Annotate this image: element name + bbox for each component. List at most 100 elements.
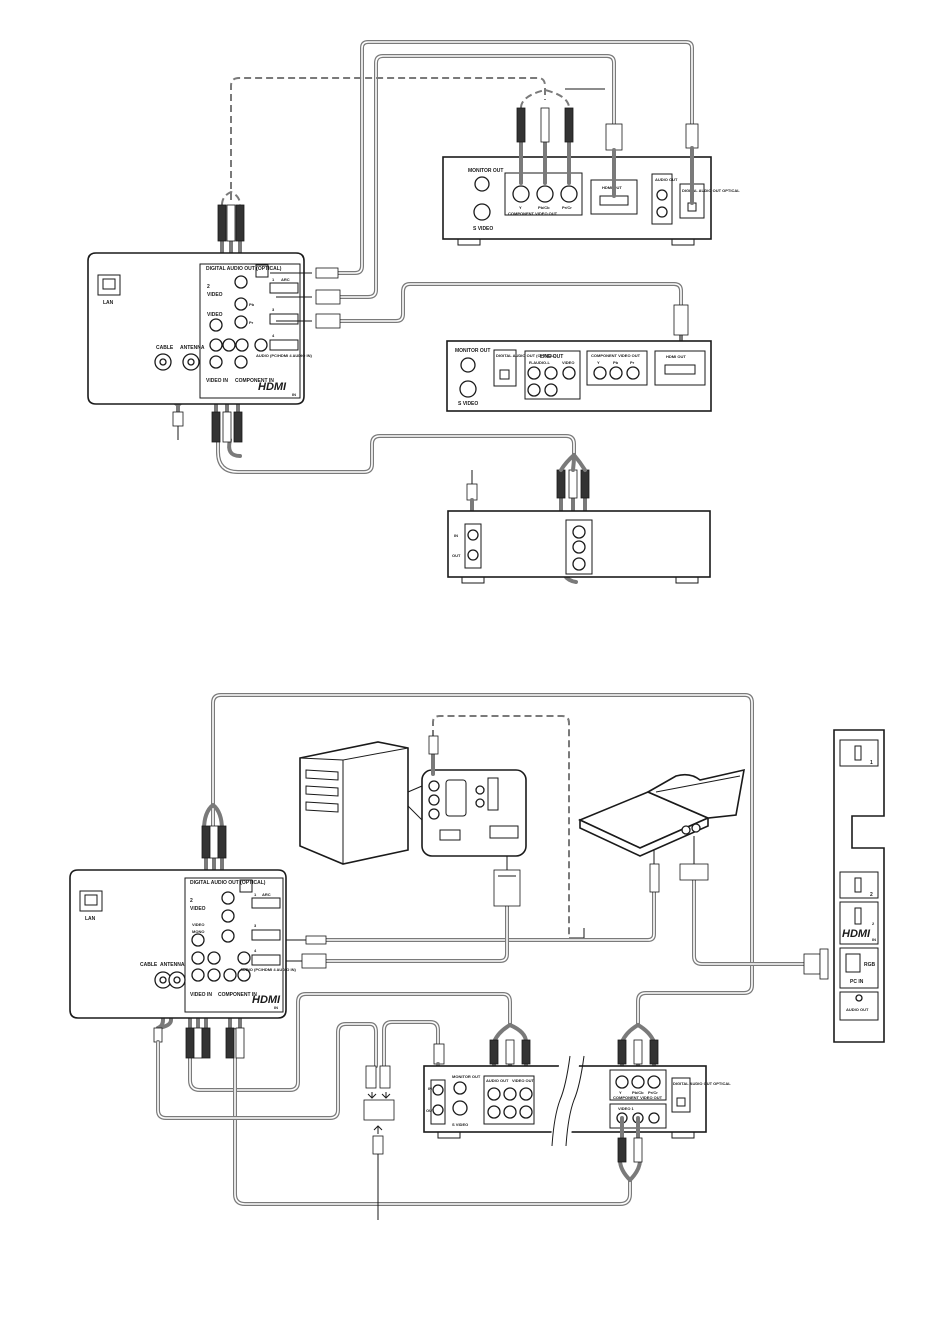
- player-monitor-out-label: MONITOR OUT: [468, 168, 503, 174]
- svg-text:Y: Y: [619, 1090, 622, 1095]
- player-top: MONITOR OUT S VIDEO Y Pb/Cb Pr/Cr COMPON…: [442, 156, 740, 246]
- svg-text:1: 1: [254, 892, 257, 897]
- tv-rear-panel-top: LAN CABLE ANTENNA DIGITAL AUDIO OUT (OPT…: [87, 252, 313, 405]
- svg-text:DIGITAL AUDIO OUT (OPTICAL): DIGITAL AUDIO OUT (OPTICAL): [190, 880, 266, 886]
- svg-text:LINE OUT: LINE OUT: [540, 354, 563, 360]
- svg-text:VIDEO 1: VIDEO 1: [618, 1106, 635, 1111]
- svg-text:AUDIO OUT: AUDIO OUT: [486, 1078, 509, 1083]
- hdmi-3-port: [269, 313, 299, 325]
- hdmi-4-port: [269, 339, 299, 351]
- hdmi-logo: HDMI: [258, 381, 287, 393]
- video-label-2: VIDEO: [207, 312, 223, 318]
- svg-text:3: 3: [272, 307, 275, 312]
- svg-text:Y: Y: [519, 205, 522, 210]
- hdmi-cable-top-player: [338, 54, 616, 299]
- optical-out-jack: [255, 264, 269, 278]
- dvi-port: [489, 825, 519, 839]
- vcr-top: IN OUT: [447, 453, 711, 584]
- svg-text:DIGITAL AUDIO OUT OPTICAL: DIGITAL AUDIO OUT OPTICAL: [682, 188, 740, 193]
- svg-text:Pr/Cr: Pr/Cr: [562, 205, 572, 210]
- svg-text:LAN: LAN: [85, 916, 96, 922]
- svg-text:AUDIO (PC/HDMI 4 AUDIO IN): AUDIO (PC/HDMI 4 AUDIO IN): [240, 967, 297, 972]
- laptop: [578, 768, 745, 857]
- tv-rear-panel-bottom: LAN CABLE ANTENNA DIGITAL AUDIO OUT (OPT…: [69, 869, 297, 1019]
- pb-label: Pb: [249, 302, 255, 307]
- tv-bottom-component-plugs: [201, 825, 227, 859]
- dvi-hdmi-cable: [276, 840, 521, 969]
- dashed-audio-bottom: [432, 715, 570, 935]
- svg-text:4: 4: [272, 333, 275, 338]
- svg-text:COMPONENT IN: COMPONENT IN: [218, 992, 257, 998]
- svg-text:S VIDEO: S VIDEO: [458, 401, 478, 407]
- svg-text:VIDEO OUT: VIDEO OUT: [512, 1078, 535, 1083]
- svg-text:IN: IN: [274, 1005, 278, 1010]
- player-pr-jack: [560, 185, 578, 203]
- component-loop-bottom: [202, 693, 754, 1027]
- receiver-hdmi-port: [664, 364, 696, 375]
- svg-text:R-AUDIO-L: R-AUDIO-L: [529, 360, 550, 365]
- rgb-cable: [679, 836, 829, 980]
- dashed-leader: [569, 928, 585, 939]
- svg-text:Y: Y: [597, 360, 600, 365]
- dashed-optional-audio-top: [230, 77, 546, 200]
- hdmi-cable-top-receiver: [338, 282, 683, 323]
- av-plugs-tv: [211, 411, 243, 443]
- lan-label: LAN: [103, 300, 114, 306]
- digital-audio-out-label: DIGITAL AUDIO OUT (OPTICAL): [206, 266, 282, 272]
- svg-text:OUT: OUT: [452, 553, 461, 558]
- svg-text:AUDIO OUT: AUDIO OUT: [846, 1007, 869, 1012]
- svg-text:Pb/Cb: Pb/Cb: [632, 1090, 644, 1095]
- svg-text:2: 2: [872, 921, 875, 926]
- svg-text:MONO: MONO: [192, 929, 204, 934]
- svg-text:Pr/Cr: Pr/Cr: [648, 1090, 658, 1095]
- audio-pc-hdmi-label: AUDIO (PC/HDMI 4 AUDIO IN): [256, 353, 313, 358]
- component-pb-jack: [234, 297, 248, 311]
- antenna-bottom: [153, 998, 445, 1220]
- svg-text:IN: IN: [872, 937, 876, 942]
- pc-side-panel: 1 2 HDMI 2 IN RGB PC IN AUDIO OUT: [833, 729, 885, 1043]
- receiver-monitor-out-label: MONITOR OUT: [455, 348, 490, 354]
- svg-text:VIDEO IN: VIDEO IN: [190, 992, 212, 998]
- video-label: VIDEO: [207, 292, 223, 298]
- arc-label: ARC: [281, 277, 290, 282]
- svg-text:S VIDEO: S VIDEO: [452, 1122, 468, 1127]
- svg-text:VIDEO: VIDEO: [192, 922, 204, 927]
- svg-text:HDMI: HDMI: [252, 994, 281, 1006]
- dashed-split: [221, 190, 241, 206]
- player-y-jack: [512, 185, 530, 203]
- svg-text:CABLE: CABLE: [140, 962, 158, 968]
- player-top-plugs: [516, 107, 699, 205]
- svg-text:VIDEO: VIDEO: [562, 360, 574, 365]
- svg-text:Pb: Pb: [613, 360, 619, 365]
- player-pb-jack: [536, 185, 554, 203]
- svg-text:Pb/Cb: Pb/Cb: [538, 205, 550, 210]
- antenna-label: ANTENNA: [180, 345, 205, 351]
- svg-text:2: 2: [870, 892, 873, 898]
- svg-text:AUDIO OUT: AUDIO OUT: [655, 177, 678, 182]
- receiver: MONITOR OUT S VIDEO DIGITAL AUDIO OUT (O…: [446, 304, 712, 412]
- player-s-video-label: S VIDEO: [473, 226, 493, 232]
- cable-label: CABLE: [156, 345, 174, 351]
- av-cables-bottom: [188, 992, 642, 1206]
- pr-label: Pr: [249, 320, 254, 325]
- tv-side-plugs: [270, 267, 341, 329]
- av-cable-tv-vcr: [216, 434, 576, 474]
- svg-text:DIGITAL AUDIO OUT OPTICAL: DIGITAL AUDIO OUT OPTICAL: [673, 1081, 731, 1086]
- player-component-label: COMPONENT VIDEO OUT: [508, 211, 558, 216]
- component-pr-jack: [234, 315, 248, 329]
- svg-text:IN: IN: [292, 392, 296, 397]
- bottom-devices: IN OUT MONITOR OUT S VIDEO AUDIO OUT VID…: [423, 1023, 731, 1163]
- svg-text:COMPONENT VIDEO OUT: COMPONENT VIDEO OUT: [591, 353, 641, 358]
- svg-text:3: 3: [254, 923, 257, 928]
- pc-audio-cable: [276, 842, 660, 945]
- component-y-jack: [234, 275, 248, 289]
- svg-text:4: 4: [254, 948, 257, 953]
- component-plugs-tv: [217, 204, 245, 242]
- svg-text:IN: IN: [454, 533, 458, 538]
- svg-text:PC IN: PC IN: [850, 979, 864, 985]
- svg-text:HDMI OUT: HDMI OUT: [666, 354, 686, 359]
- desktop-pc: [299, 735, 527, 865]
- antenna-splitter: [363, 1099, 395, 1121]
